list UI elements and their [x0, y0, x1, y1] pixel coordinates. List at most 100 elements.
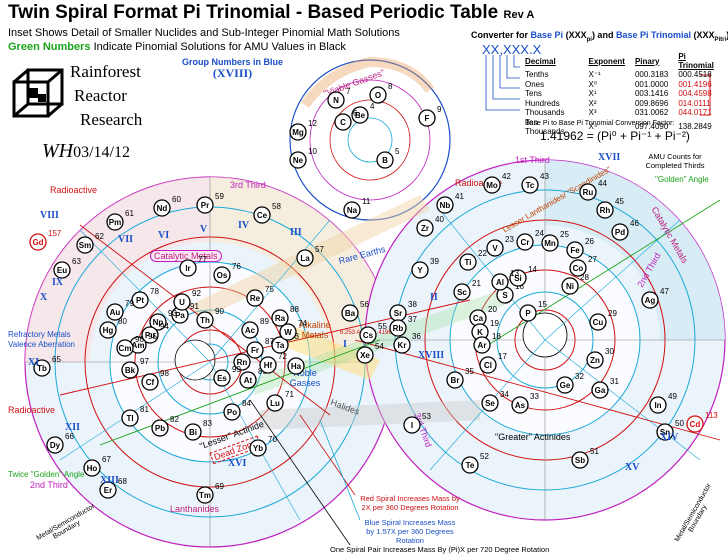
element-symbol: Os	[217, 271, 228, 280]
element-node	[223, 403, 241, 421]
element-number: 78	[150, 287, 159, 296]
element-symbol: Cs	[363, 331, 374, 340]
element-number: 95	[148, 332, 157, 341]
element-number: 57	[315, 245, 324, 254]
element-symbol: S	[502, 291, 508, 300]
element-number: 30	[605, 347, 614, 356]
element-node	[296, 249, 314, 267]
conversion-factor-label: Base Pi to Base Pi Trinomial Conversion …	[525, 120, 675, 127]
element-node	[461, 456, 479, 474]
label-alkaline-metals: Alkaline Metals	[299, 320, 331, 340]
converter-format: XX,XXX.X	[482, 42, 542, 57]
element-node	[327, 91, 345, 109]
element-number: 14	[528, 265, 537, 274]
element-number: 33	[530, 392, 539, 401]
element-number: 93	[168, 309, 177, 318]
element-number: 70	[268, 435, 277, 444]
element-symbol: Te	[466, 461, 475, 470]
element-number: 157	[48, 229, 62, 238]
element-number: 113	[705, 411, 718, 420]
element-number: 90	[215, 307, 224, 316]
element-node	[141, 326, 159, 344]
element-number: 44	[598, 179, 607, 188]
element-node	[479, 356, 497, 374]
element-node	[611, 223, 629, 241]
element-number: 68	[118, 477, 127, 486]
element-symbol: Xe	[360, 351, 370, 360]
group-numeral: XVIII	[418, 350, 444, 361]
element-node	[686, 415, 704, 433]
element-number: 83	[203, 419, 212, 428]
element-node	[233, 353, 251, 371]
converter-cell-exponent: X¹	[588, 89, 597, 98]
element-symbol: Mg	[292, 128, 304, 137]
group-numeral: II	[430, 292, 438, 303]
element-node	[253, 206, 271, 224]
element-symbol: I	[411, 421, 413, 430]
element-number: 66	[65, 432, 74, 441]
label-noble-gasses: Noble Gasses	[289, 368, 321, 388]
element-number: 46	[630, 219, 639, 228]
element-number: 60	[172, 195, 181, 204]
element-symbol: Nd	[157, 204, 168, 213]
element-node	[173, 293, 191, 311]
element-node	[589, 313, 607, 331]
element-number: 11	[362, 197, 371, 206]
element-symbol: Co	[573, 264, 584, 273]
element-symbol: Bi	[189, 428, 197, 437]
element-symbol: Kr	[398, 341, 407, 350]
element-node	[99, 321, 117, 339]
converter-cell-tri: 000.4518	[678, 70, 712, 79]
element-symbol: In	[654, 401, 661, 410]
element-symbol: Ge	[560, 381, 571, 390]
logo-line-2: Reactor	[74, 86, 127, 105]
element-symbol: B	[382, 156, 388, 165]
group-numeral: XII	[65, 422, 80, 433]
element-node	[356, 346, 374, 364]
element-number: 37	[408, 315, 417, 324]
element-symbol: Ho	[87, 464, 98, 473]
element-node	[179, 259, 197, 277]
element-f: F9	[418, 105, 442, 127]
element-symbol: Ce	[257, 211, 268, 220]
group-numeral: XI	[28, 357, 39, 368]
element-node	[213, 266, 231, 284]
converter-cell-exponent: X⁰	[588, 79, 598, 89]
element-symbol: Es	[217, 374, 227, 383]
element-symbol: Fr	[251, 346, 259, 355]
converter-cell-exponent: X⁻¹	[588, 70, 601, 79]
element-node	[116, 339, 134, 357]
element-symbol: Ba	[345, 309, 356, 318]
element-node	[411, 261, 429, 279]
converter-cell-tri: 138.2849	[678, 122, 712, 132]
converter-cell-decimal: Tens	[525, 89, 542, 98]
element-symbol: Ta	[276, 341, 285, 350]
element-node	[271, 336, 289, 354]
element-symbol: Ti	[465, 258, 472, 267]
element-node	[33, 359, 51, 377]
element-number: 88	[290, 305, 299, 314]
group-numeral: X	[40, 292, 48, 303]
element-node	[571, 451, 589, 469]
element-node	[343, 201, 361, 219]
